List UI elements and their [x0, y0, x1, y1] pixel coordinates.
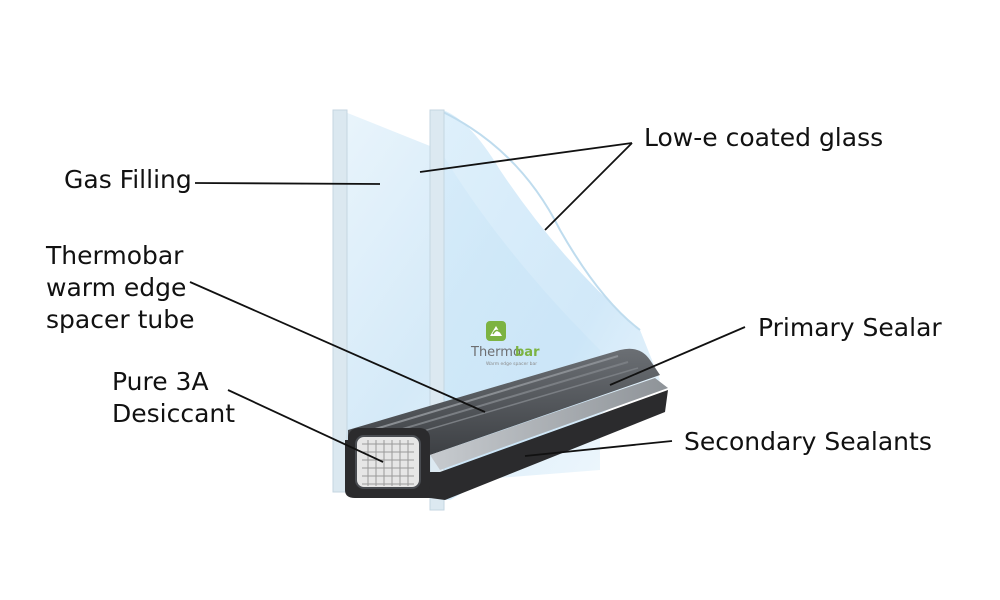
leader-primary-sealant — [609, 326, 746, 386]
leader-desiccant — [227, 389, 384, 463]
leader-spacer-tube — [189, 281, 486, 413]
label-spacer-tube: Thermobar warm edge spacer tube — [46, 241, 195, 334]
label-secondary-sealants: Secondary Sealants — [684, 427, 932, 456]
leader-lines — [189, 142, 746, 463]
primary-sealant-band — [430, 378, 668, 470]
label-primary-sealant: Primary Sealar — [758, 313, 942, 342]
logo-text-bar: bar — [515, 345, 540, 360]
logo-text-thermo: Thermo — [470, 345, 521, 360]
desiccant-beads — [362, 440, 414, 486]
house-leaf-icon — [486, 321, 506, 341]
logo-tagline: Warm edge spacer bar — [486, 361, 537, 367]
spacer-cross-section — [348, 428, 430, 496]
label-gas-filling: Gas Filling — [64, 165, 192, 194]
leader-low-e-to-back — [419, 142, 633, 173]
leader-gas-filling — [194, 182, 381, 185]
thermobar-logo: Thermo bar Warm edge spacer bar — [470, 321, 540, 367]
label-desiccant: Pure 3A Desiccant — [112, 367, 236, 428]
label-low-e-coated-glass: Low-e coated glass — [644, 123, 884, 152]
leader-low-e-to-front — [544, 142, 633, 231]
leader-secondary-sealants — [524, 440, 673, 457]
